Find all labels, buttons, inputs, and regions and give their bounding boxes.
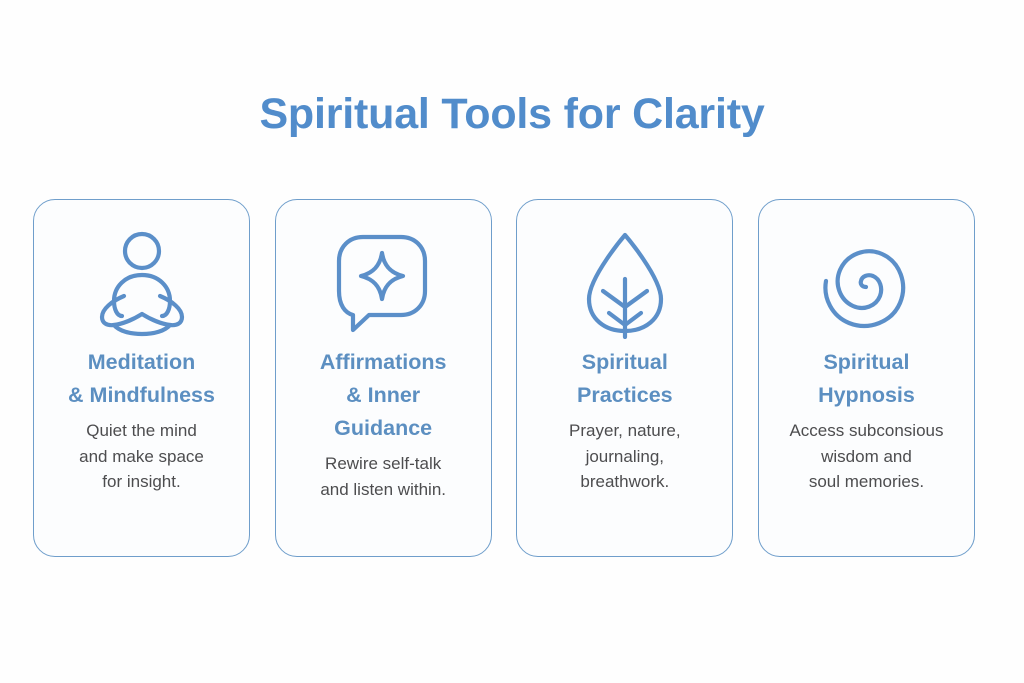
card-body: Quiet the mind and make space for insigh… <box>79 421 204 491</box>
meditation-lotus-icon <box>86 230 198 338</box>
card-title: Spiritual Practices <box>576 350 673 407</box>
card-spiritual-practices[interactable]: Spiritual Practices Prayer, nature, jour… <box>516 199 734 557</box>
card-title: Spiritual Hypnosis <box>818 350 915 407</box>
card-grid: Meditation & Mindfulness Quiet the mind … <box>33 199 975 557</box>
leaf-icon <box>577 230 673 339</box>
card-spiritual-hypnosis[interactable]: Spiritual Hypnosis Access subconsious wi… <box>757 199 975 557</box>
card-title: Affirmations & Inner Guidance <box>319 350 447 440</box>
page-title: Spiritual Tools for Clarity <box>259 90 765 138</box>
card-affirmations-inner-guidance[interactable]: Affirmations & Inner Guidance Rewire sel… <box>274 199 492 557</box>
card-title: Meditation & Mindfulness <box>68 350 215 407</box>
spiral-icon <box>813 230 919 338</box>
speech-bubble-sparkle-icon <box>329 230 437 338</box>
card-meditation-mindfulness[interactable]: Meditation & Mindfulness Quiet the mind … <box>33 199 250 557</box>
card-body: Rewire self-talk and listen within. <box>320 454 446 499</box>
card-body: Access subconsious wisdom and soul memor… <box>789 421 944 491</box>
card-body: Prayer, nature, journaling, breathwork. <box>569 421 681 491</box>
